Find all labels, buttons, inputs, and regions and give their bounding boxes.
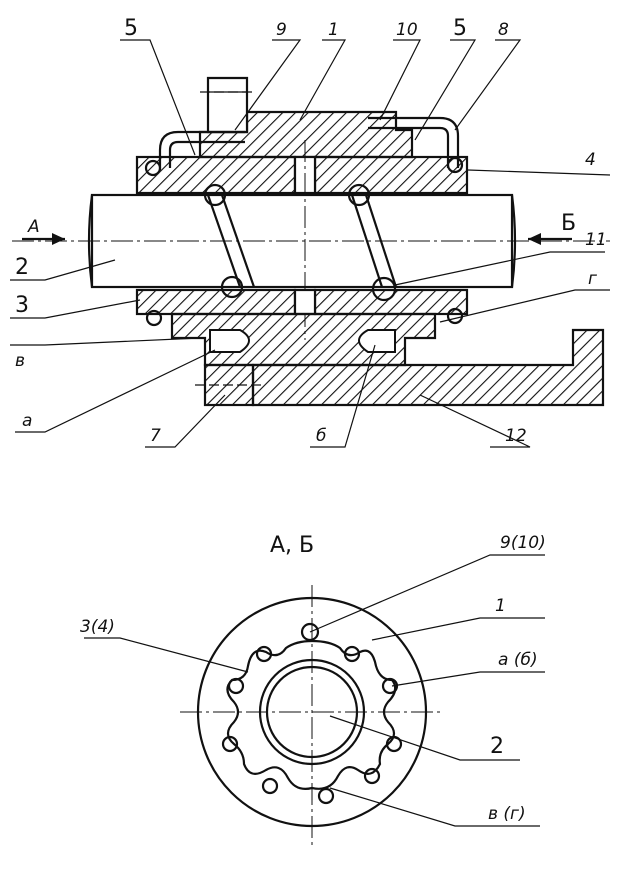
label-b: б: [316, 426, 326, 446]
carriage-12: [251, 328, 605, 407]
upper-liner-left: [135, 155, 297, 195]
screw-outer: [258, 658, 366, 766]
label-1: 1: [328, 20, 339, 40]
label-9: 9: [276, 20, 287, 40]
return-tube-right: [368, 116, 460, 168]
label-8: 8: [498, 20, 509, 40]
longitudinal-section: A Б 5 9 1 10 5 8 4 11 2 3 в г а 7 б 12: [10, 16, 611, 448]
label-11: 11: [585, 230, 607, 250]
arrow-a-label: A: [27, 217, 40, 237]
lower-liner-left: [135, 288, 297, 316]
ball-upper: [203, 183, 227, 207]
label-12: 12: [505, 426, 527, 446]
outer-ring: [196, 596, 428, 828]
section-label-2: 2: [490, 734, 504, 759]
arrow-b-label: Б: [561, 211, 576, 236]
section-label-1: 1: [495, 596, 506, 616]
label-4: 4: [585, 150, 596, 170]
label-v-g: в (г): [488, 804, 526, 824]
liner-profile: [226, 639, 397, 790]
label-a: а: [22, 411, 32, 431]
lower-liner-right: [313, 288, 469, 316]
section-title: А, Б: [270, 533, 314, 558]
cross-section: А, Б 9(10) 1 3(4) а (б) 2 в (г): [80, 533, 546, 848]
label-v: в: [15, 351, 25, 371]
label-3: 3: [15, 293, 29, 318]
label-g: г: [588, 269, 597, 289]
return-tube-left: [158, 130, 245, 170]
label-2: 2: [15, 255, 29, 280]
screw-inner: [265, 665, 359, 759]
label-5-right: 5: [453, 16, 467, 41]
label-7: 7: [150, 426, 161, 446]
top-bracket: [206, 76, 249, 134]
label-a-b: а (б): [498, 650, 538, 670]
label-10: 10: [396, 20, 418, 40]
label-5-left: 5: [124, 16, 138, 41]
label-9-10: 9(10): [500, 533, 546, 553]
label-3-4: 3(4): [80, 617, 115, 637]
upper-liner-right: [313, 155, 469, 195]
